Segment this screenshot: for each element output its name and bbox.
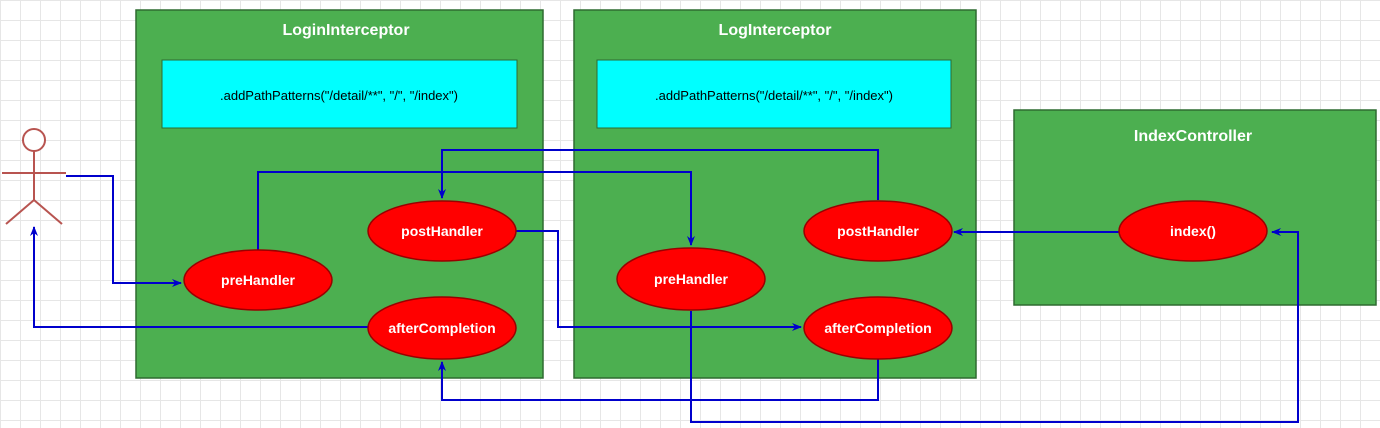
log-prehandler-node: [616, 247, 766, 311]
arrow-login-posthandler-to-log-aftercompletion: [516, 230, 802, 331]
log-posthandler-label: postHandler: [837, 223, 919, 239]
log-aftercompletion-label: afterCompletion: [824, 320, 931, 336]
login-aftercompletion-node: [367, 296, 517, 360]
arrow-login-aftercompletion-to-actor: [30, 226, 369, 328]
login-pattern-text: .addPathPatterns("/detail/**", "/", "/in…: [220, 88, 458, 103]
log-pattern-text: .addPathPatterns("/detail/**", "/", "/in…: [655, 88, 893, 103]
log-aftercompletion-node: [803, 296, 953, 360]
log-prehandler-label: preHandler: [654, 271, 728, 287]
log-interceptor-title: LogInterceptor: [719, 22, 832, 39]
index-method-node: [1118, 200, 1268, 262]
log-posthandler-node: [803, 200, 953, 262]
user-actor-icon: [2, 128, 66, 225]
login-prehandler-label: preHandler: [221, 272, 295, 288]
arrow-log-prehandler-to-index: [690, 228, 1299, 423]
login-interceptor-title: LoginInterceptor: [282, 22, 409, 39]
login-posthandler-label: postHandler: [401, 223, 483, 239]
login-pattern-box: [161, 59, 518, 129]
login-posthandler-node: [367, 200, 517, 262]
login-prehandler-node: [183, 249, 333, 311]
login-aftercompletion-label: afterCompletion: [388, 320, 495, 336]
connectors: [30, 149, 1299, 423]
arrow-actor-to-login-prehandler: [66, 175, 182, 287]
arrow-log-aftercompletion-to-login-aftercompletion: [438, 358, 879, 401]
log-pattern-box: [596, 59, 952, 129]
arrow-login-prehandler-to-log-prehandler: [257, 171, 695, 250]
arrow-log-posthandler-to-login-posthandler: [438, 149, 879, 200]
index-method-label: index(): [1170, 223, 1216, 239]
index-controller-title: IndexController: [1134, 128, 1252, 145]
